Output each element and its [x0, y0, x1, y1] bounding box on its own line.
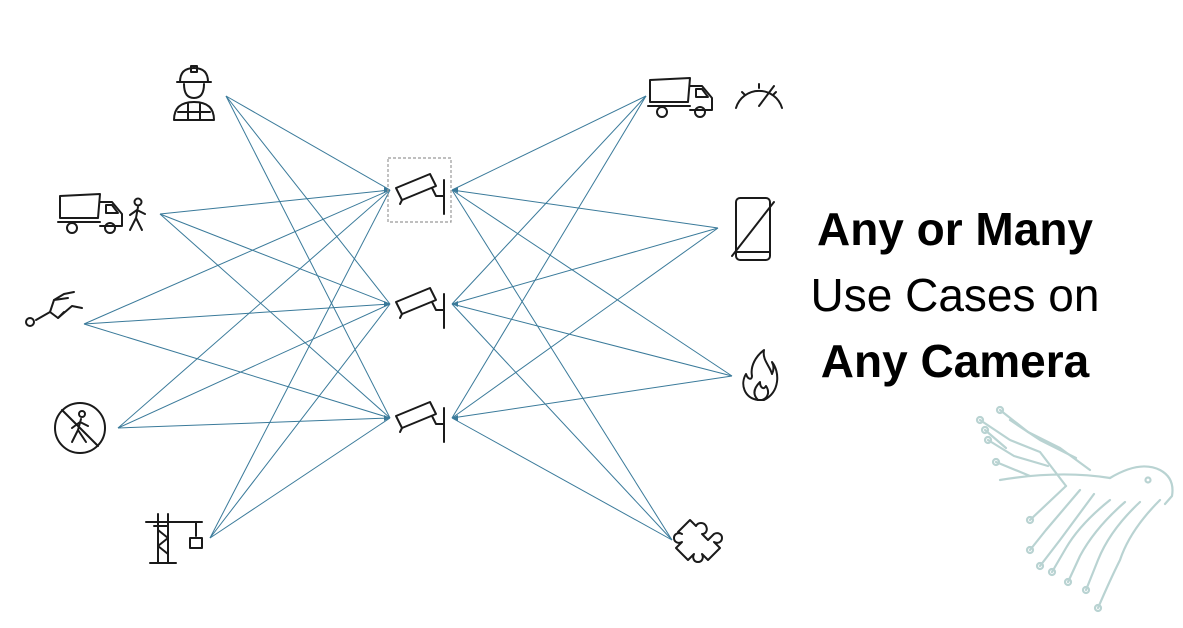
headline-line-2: Use Cases on	[810, 269, 1100, 321]
headline-line-1: Any or Many	[816, 203, 1094, 255]
connector-line	[159, 189, 391, 215]
camera-icon	[395, 173, 445, 215]
connector-line	[451, 189, 719, 229]
connector-line	[83, 189, 391, 325]
connector-line	[117, 417, 391, 429]
fire-icon	[742, 349, 779, 401]
connector-arrowhead	[384, 301, 390, 307]
truck-speed-icon	[647, 77, 783, 118]
connector-line	[451, 303, 733, 377]
connector-line	[451, 95, 647, 191]
worker-hardhat-icon	[173, 65, 215, 121]
puzzle-icon	[673, 519, 723, 563]
connector-line	[225, 95, 391, 419]
connector-line	[83, 323, 391, 419]
connector-line	[83, 303, 391, 325]
connector-line	[117, 189, 391, 429]
camera-icon	[395, 401, 445, 443]
connector-line	[451, 227, 719, 419]
fall-person-icon	[25, 291, 83, 327]
connector-arrowhead	[452, 187, 458, 193]
no-phone-icon	[731, 197, 775, 261]
connector-line	[451, 95, 647, 419]
connector-line	[209, 303, 391, 539]
connector-line	[209, 189, 391, 539]
connector-line	[225, 95, 391, 191]
connector-arrowhead	[384, 187, 390, 193]
connector-lines	[83, 95, 733, 541]
connector-line	[451, 189, 673, 541]
connector-line	[451, 189, 733, 377]
headline-line-3: Any Camera	[820, 335, 1090, 387]
connector-arrowhead	[452, 301, 458, 307]
crane-icon	[145, 513, 203, 564]
connector-line	[117, 303, 391, 429]
connector-line	[451, 417, 673, 541]
truck-pedestrian-icon	[57, 193, 146, 234]
connector-line	[159, 213, 391, 419]
camera-selection-box	[387, 157, 452, 223]
connector-line	[451, 227, 719, 305]
connector-line	[451, 95, 647, 305]
headline: Any or Many Use Cases on Any Camera	[790, 196, 1120, 394]
connector-line	[451, 375, 733, 419]
connector-arrowhead	[384, 415, 390, 421]
connector-line	[209, 417, 391, 539]
circuit-eagle-icon	[975, 405, 1174, 613]
camera-icon	[395, 287, 445, 329]
no-pedestrian-icon	[54, 402, 106, 454]
connector-arrowhead	[452, 415, 458, 421]
connector-line	[451, 303, 673, 541]
connector-line	[159, 213, 391, 305]
connector-line	[225, 95, 391, 305]
